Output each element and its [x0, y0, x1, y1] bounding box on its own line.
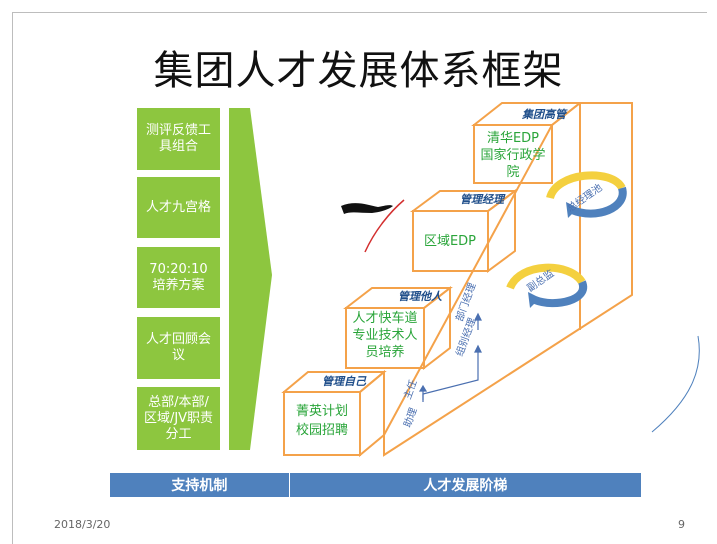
support-box-label: 总部/本部/区域/JV职责分工: [143, 394, 214, 442]
step4-line3: 院: [506, 165, 519, 180]
step2-line1: 人才快车道: [352, 310, 417, 326]
step3-label: 管理经理: [460, 193, 506, 206]
step3-side: [487, 189, 516, 273]
support-box-5: 总部/本部/区域/JV职责分工: [137, 387, 220, 450]
deputy-swirl-icon: 副总监: [506, 263, 588, 308]
step1-line1: 菁英计划: [296, 404, 348, 419]
support-box-label: 人才九宫格: [145, 199, 211, 215]
arrow-head-icon: [474, 344, 482, 353]
step4-front: [473, 124, 553, 184]
slide-title: 集团人才发展体系框架: [153, 48, 564, 94]
slide-frame: [12, 12, 707, 544]
step1-label: 管理自己: [322, 375, 367, 388]
pole-vaulter-icon: [341, 199, 405, 253]
step2-line2: 专业技术人: [352, 328, 417, 343]
support-box-label: 70:20:10培养方案: [149, 261, 208, 293]
step2-label: 管理他人: [398, 290, 443, 303]
support-box-3: 70:20:10培养方案: [137, 247, 220, 308]
support-box-label: 测评反馈工具组合: [145, 123, 211, 154]
arrow-head-icon: [474, 312, 482, 321]
step1-line2: 校园招聘: [296, 422, 348, 438]
slide-page-number: 9: [678, 518, 685, 531]
support-box-4: 人才回顾会议: [137, 317, 220, 379]
step3-line1: 区域EDP: [424, 234, 476, 249]
footer-right: 人才发展阶梯: [423, 478, 508, 494]
support-box-2: 人才九宫格: [137, 177, 220, 238]
arrow-head-icon: [418, 384, 428, 392]
footer-left: 支持机制: [110, 473, 290, 497]
step4-label: 集团高管: [521, 108, 568, 121]
step2-line3: 员培养: [365, 344, 404, 360]
support-box-1: 测评反馈工具组合: [137, 108, 220, 170]
side-label-assistant: 助理: [401, 406, 420, 429]
green-arrow: [229, 108, 272, 450]
decorative-curve: [651, 335, 700, 433]
promotion-arrows: [418, 312, 482, 402]
step2-side: [423, 285, 451, 371]
step4-line1: 清华EDP: [487, 131, 539, 146]
footer-bar: 支持机制 人才发展阶梯: [110, 473, 641, 497]
arrow-path: [422, 350, 479, 402]
gm-swirl-icon: 总经理池: [546, 171, 627, 218]
slide-date: 2018/3/20: [54, 518, 111, 531]
step4-line2: 国家行政学: [480, 147, 545, 163]
support-box-label: 人才回顾会议: [145, 332, 211, 363]
side-label-supervisor: 主任: [401, 378, 420, 401]
